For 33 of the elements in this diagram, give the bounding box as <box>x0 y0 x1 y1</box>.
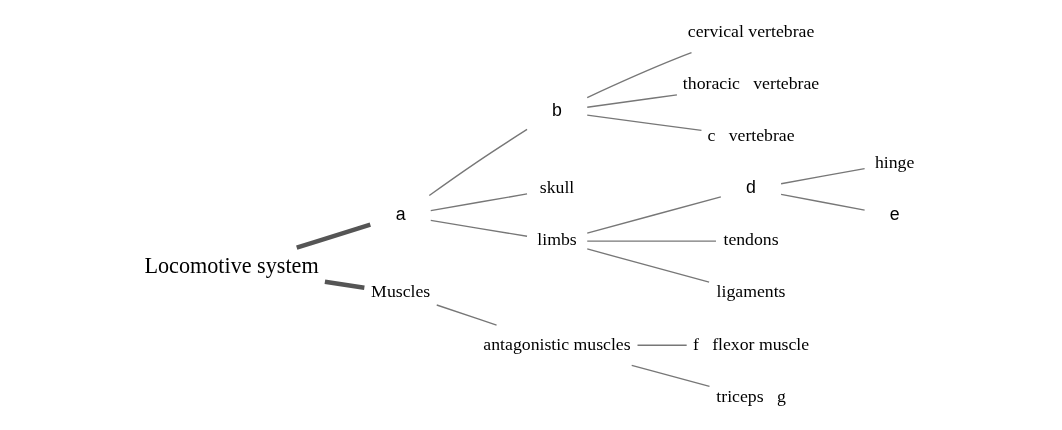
connector <box>586 240 717 242</box>
node-text: limbs <box>536 229 577 250</box>
connector <box>586 196 721 234</box>
connector <box>630 364 710 388</box>
node-text: antagonistic muscles <box>482 333 631 354</box>
connector <box>586 94 678 108</box>
connector <box>779 193 865 211</box>
node-text: triceps g <box>715 385 786 406</box>
connector <box>586 114 702 132</box>
connector <box>586 52 692 99</box>
node-text: thoracic vertebrae <box>682 72 819 93</box>
connector <box>429 219 528 237</box>
connector <box>435 304 497 326</box>
connector <box>636 344 687 346</box>
node-text: d <box>745 177 756 198</box>
connector <box>324 279 365 290</box>
connector <box>428 128 528 197</box>
node-text: a <box>395 203 406 224</box>
node-text: skull <box>539 177 574 198</box>
connector <box>779 168 865 185</box>
node-text: ligaments <box>716 281 786 302</box>
node-text: hinge <box>874 151 914 172</box>
node-text: Locomotive system <box>144 253 319 279</box>
node-text: cervical vertebrae <box>687 20 814 41</box>
node-text: c vertebrae <box>706 125 795 146</box>
node-text: Muscles <box>370 281 430 302</box>
node-text: f flexor muscle <box>692 333 809 354</box>
connector <box>295 222 371 250</box>
connector <box>586 248 710 283</box>
node-text: b <box>551 99 562 120</box>
node-text: tendons <box>722 229 779 250</box>
node-text: e <box>889 203 900 224</box>
connector <box>429 193 528 212</box>
